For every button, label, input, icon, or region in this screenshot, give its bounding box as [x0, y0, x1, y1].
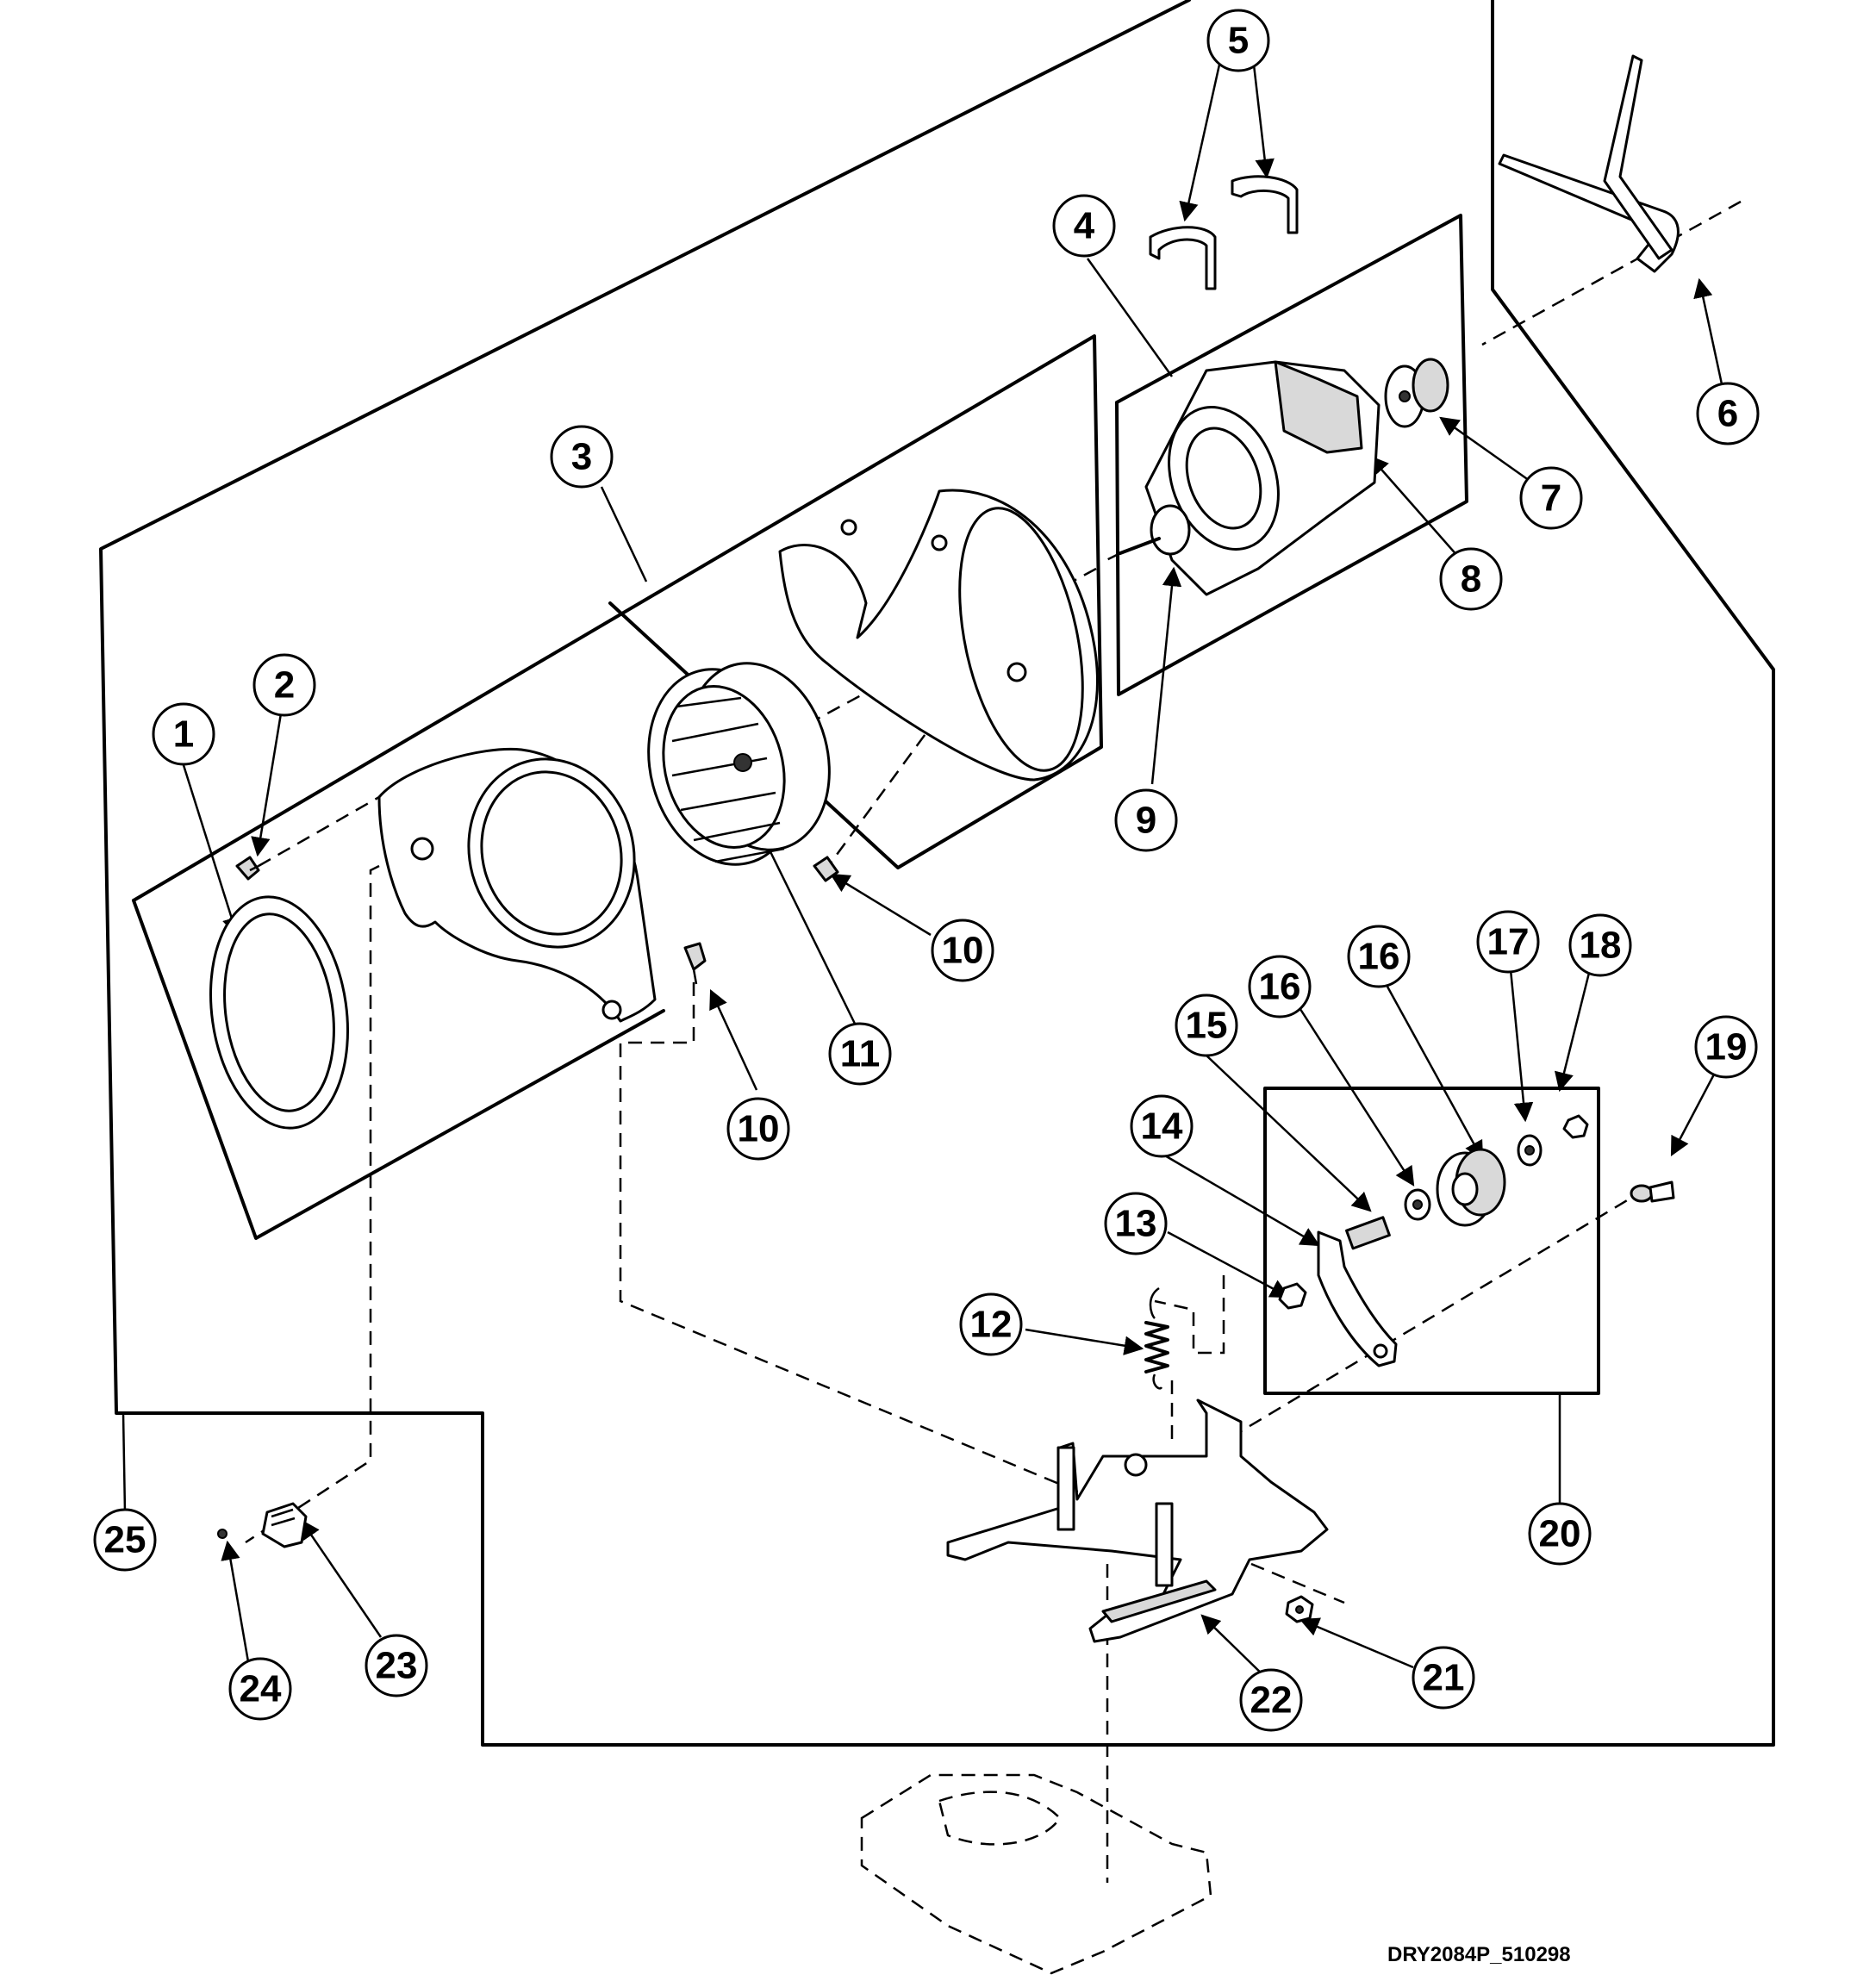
callout-10-upper: 10	[931, 919, 994, 982]
callout-5: 5	[1206, 9, 1270, 72]
svg-text:11: 11	[840, 1033, 881, 1075]
callout-8: 8	[1439, 547, 1503, 611]
callout-17: 16	[1347, 925, 1411, 988]
part-motor-clamp-right	[1231, 175, 1299, 234]
part-screw-10-upper	[813, 856, 839, 882]
part-nut-21	[1285, 1595, 1314, 1623]
assembly-lines	[245, 200, 1742, 1883]
callout-10-lower: 10	[726, 1097, 790, 1161]
svg-text:17: 17	[1487, 921, 1530, 963]
callout-13: 13	[1104, 1192, 1168, 1255]
svg-text:14: 14	[1141, 1106, 1183, 1148]
part-screw-2	[235, 856, 260, 881]
part-idler-shaft	[1345, 1216, 1391, 1250]
part-nut-18	[1562, 1114, 1589, 1139]
part-blower-housing-rear	[778, 489, 1099, 782]
callout-12: 12	[959, 1292, 1023, 1356]
part-nut-13	[1278, 1282, 1307, 1310]
callout-1: 1	[152, 702, 215, 766]
svg-text:20: 20	[1539, 1513, 1581, 1555]
callout-2: 2	[252, 653, 316, 717]
group-outline-4	[1115, 214, 1468, 696]
part-blower-wheel	[647, 662, 831, 866]
callout-18: 18	[1568, 913, 1632, 977]
callout-11: 11	[828, 1022, 892, 1086]
part-washer-16-left	[1404, 1188, 1431, 1221]
part-motor-mount	[946, 1398, 1329, 1643]
svg-text:8: 8	[1461, 558, 1481, 601]
part-blower-housing-front	[377, 747, 657, 1023]
part-drive-belt	[1498, 54, 1680, 273]
svg-text:21: 21	[1423, 1657, 1465, 1699]
part-motor	[1119, 360, 1381, 596]
svg-text:22: 22	[1250, 1679, 1293, 1722]
svg-text:24: 24	[240, 1668, 282, 1710]
part-pulley	[1384, 358, 1449, 428]
svg-text:23: 23	[376, 1645, 418, 1687]
callout-16-left: 16	[1248, 955, 1312, 1018]
part-screw-19	[1630, 1180, 1675, 1203]
svg-text:16: 16	[1358, 936, 1400, 978]
leader-lines	[122, 64, 1725, 1681]
svg-text:7: 7	[1541, 477, 1561, 520]
callout-24: 24	[228, 1657, 292, 1721]
svg-text:13: 13	[1115, 1203, 1157, 1245]
svg-text:9: 9	[1136, 800, 1156, 842]
part-washer-16-right	[1517, 1134, 1543, 1167]
callout-22: 22	[1239, 1668, 1303, 1732]
callout-21: 21	[1412, 1646, 1475, 1710]
part-motor-clamp-left	[1149, 226, 1217, 290]
group-outline-20	[1263, 1087, 1600, 1395]
group-outline-25	[99, 0, 1775, 1747]
svg-text:10: 10	[738, 1108, 780, 1150]
part-idler-arm	[1317, 1230, 1398, 1367]
callout-16-right: 17	[1476, 910, 1540, 974]
callouts: 1 2 3 4 5 6 7 8 9 10 10 11 12 13 14 15 1…	[93, 9, 1760, 1732]
part-seal-ring	[209, 895, 349, 1130]
callout-19: 19	[1694, 1015, 1758, 1079]
part-switch	[261, 1502, 308, 1548]
svg-text:15: 15	[1186, 1005, 1228, 1047]
callout-14: 14	[1130, 1094, 1194, 1158]
part-idler-pulley	[1436, 1148, 1506, 1227]
part-idler-spring	[1144, 1286, 1169, 1390]
svg-text:2: 2	[274, 664, 295, 707]
svg-text:25: 25	[104, 1519, 146, 1561]
drawing-code-label: DRY2084P_510298	[1387, 1943, 1571, 1966]
callout-9: 9	[1114, 788, 1178, 852]
svg-text:16: 16	[1259, 966, 1301, 1008]
svg-text:19: 19	[1705, 1026, 1748, 1068]
callout-6: 6	[1696, 382, 1760, 445]
callout-25: 25	[93, 1508, 157, 1572]
svg-text:6: 6	[1717, 393, 1738, 435]
svg-text:10: 10	[942, 930, 984, 972]
part-screw-24	[217, 1529, 227, 1539]
callout-15: 15	[1175, 994, 1238, 1057]
callout-3: 3	[550, 425, 614, 489]
callout-20: 20	[1528, 1502, 1592, 1566]
svg-text:5: 5	[1228, 20, 1249, 62]
svg-text:3: 3	[571, 436, 592, 478]
callout-23: 23	[365, 1634, 428, 1697]
callout-4: 4	[1052, 194, 1116, 258]
callout-7: 7	[1519, 466, 1583, 530]
svg-text:12: 12	[970, 1304, 1013, 1346]
svg-text:4: 4	[1074, 205, 1095, 247]
part-screw-10-lower	[683, 942, 707, 985]
svg-text:1: 1	[173, 713, 194, 756]
svg-text:18: 18	[1580, 925, 1622, 967]
cabinet-base-phantom	[860, 1773, 1212, 1975]
